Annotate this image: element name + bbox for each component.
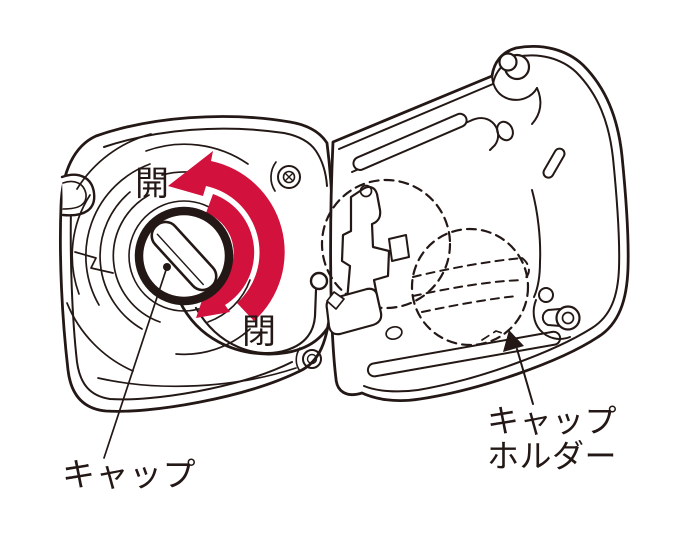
cap-holder-back-dashed-circle: [320, 178, 452, 310]
pin-mount-arc: [532, 299, 571, 340]
lid-top-groove: [352, 112, 468, 171]
groove-slot: [352, 112, 468, 171]
lid-inner-panel-top-line: [351, 117, 500, 173]
bowl-contour-arc: [112, 194, 161, 323]
cap-tether-cord: [194, 271, 329, 355]
pin-mount-drop: [531, 87, 542, 125]
open-label: 開: [135, 164, 170, 204]
latch-slot-opening: [542, 147, 566, 179]
cap-holder-label-line1: キャップ: [487, 402, 618, 440]
pointer-shaft: [516, 348, 534, 405]
screw-cross: [284, 172, 294, 182]
hinge-diamond-clip: [326, 291, 345, 310]
screw-outer-circle: [277, 165, 301, 189]
pin-ring: [555, 305, 581, 331]
cap-holder-label: キャップ ホルダー: [487, 404, 617, 474]
cap-holder-dashed-outline: [410, 227, 530, 347]
fuel-lid: [320, 45, 630, 402]
tether-ball-pivot: [309, 271, 329, 291]
lid-small-hole: [538, 287, 554, 303]
holder-slot-end-arc: [521, 257, 530, 281]
lid-latch-slot: [542, 147, 566, 179]
screw-outer-circle: [302, 349, 322, 369]
screw-mount-arc: [270, 161, 277, 192]
holder-notch: [481, 330, 506, 341]
close-label: 閉: [242, 312, 277, 352]
cap-grip-ridge: [156, 233, 204, 286]
open-arrow: [168, 151, 285, 321]
cap-holder-pointer-arrow: [503, 330, 534, 405]
cap-grip-bar: [150, 220, 218, 292]
screw-mount-arc: [295, 347, 301, 372]
recess-inner-contour-left-bottom: [69, 207, 293, 401]
cap-holder-label-line2: ホルダー: [487, 437, 618, 475]
lid-inner-panel-right-line: [531, 189, 542, 298]
bowl-contour-arc: [145, 143, 249, 165]
recess-screw-top: [270, 161, 301, 192]
holder-slot-line: [412, 279, 524, 297]
hinge-small-hole: [359, 184, 373, 198]
leader-line: [103, 266, 168, 459]
holder-slot-line: [412, 257, 523, 278]
bowl-contour-arc: [66, 302, 134, 372]
screw-inner-circle: [282, 170, 296, 184]
recess-inner-contour-top: [103, 127, 328, 187]
lid-edge-inner-line: [338, 54, 621, 393]
hinge-oval-hole: [385, 325, 403, 341]
recess-bottom-line: [97, 367, 297, 388]
screw-inner-circle: [306, 353, 318, 365]
bowl-contour-arc: [71, 194, 91, 295]
bowl-contour-arc: [76, 133, 152, 190]
hinge-assembly: [325, 184, 410, 341]
bowl-contour-arc: [85, 163, 151, 306]
fuel-cap: [134, 206, 234, 306]
hinge-tab: [388, 234, 410, 262]
lid-top-pin: [491, 52, 542, 125]
cap-grip-handle: [150, 220, 218, 292]
tether-curve: [194, 288, 318, 355]
recess-left-notch-inner: [62, 180, 87, 210]
pin-ball: [498, 52, 518, 72]
bowl-contour-arc: [175, 328, 251, 356]
pin-core: [561, 311, 575, 325]
pin-pedestal: [491, 75, 538, 101]
cap-holder-front-dashed-circle: [410, 227, 530, 347]
lid-corner-hole: [496, 120, 514, 142]
cap-leader-line: [103, 266, 168, 459]
bowl-contour-arc: [207, 279, 251, 323]
lid-bottom-pin: [532, 299, 581, 340]
holder-slot-line: [421, 295, 518, 313]
bowl-contour-arc: [99, 191, 143, 330]
recess-screw-bottom: [295, 347, 322, 372]
pointer-arrowhead: [503, 330, 524, 352]
cap-label: キャップ: [62, 455, 196, 494]
